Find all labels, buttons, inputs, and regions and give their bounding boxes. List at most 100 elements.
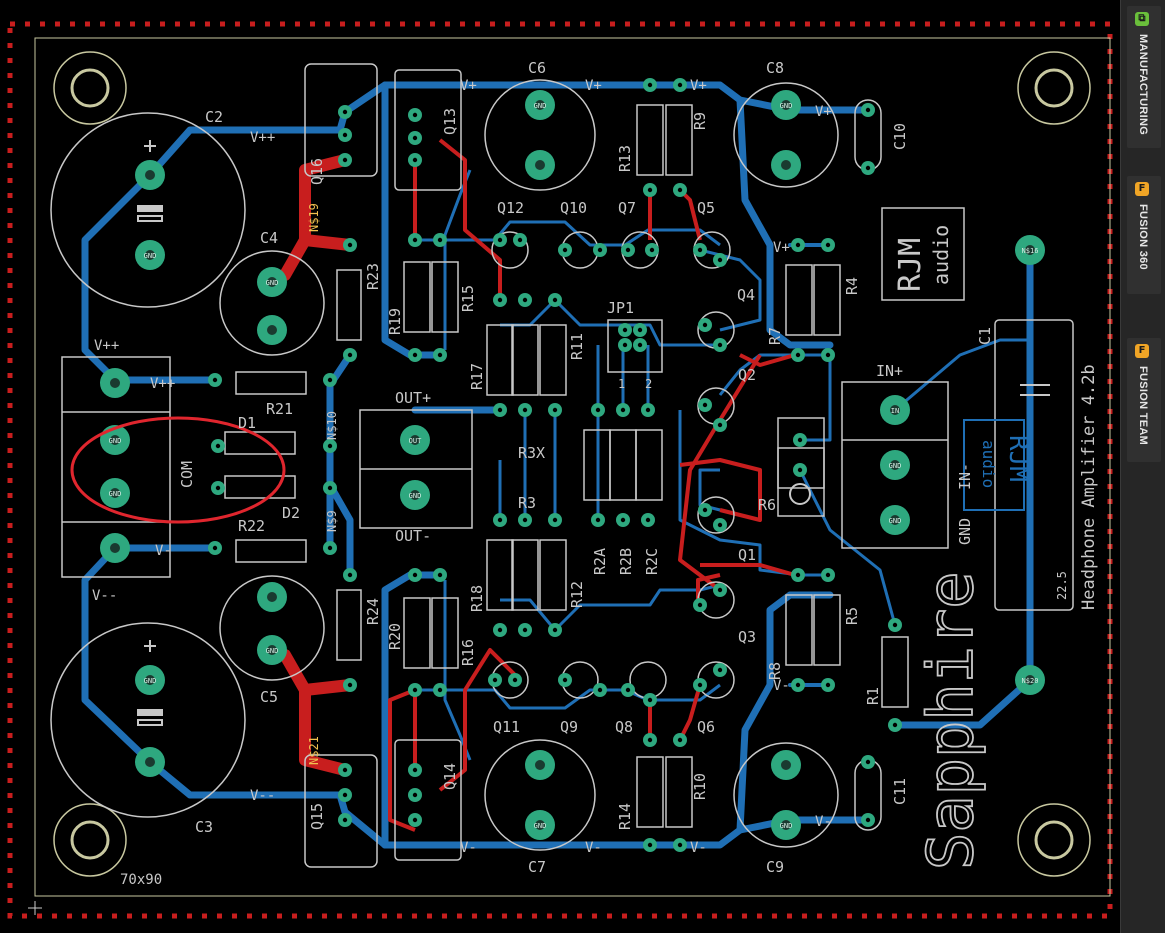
label-c2: C2 bbox=[205, 108, 223, 126]
pad-hole bbox=[552, 297, 558, 303]
pad-hole bbox=[702, 402, 708, 408]
net-label-vp: V+ bbox=[460, 78, 477, 94]
logo-mirrored-audio-text: audio bbox=[979, 440, 998, 488]
pad-hole bbox=[781, 100, 791, 110]
pcb-board-view[interactable]: GNDGNDGNDGNDGNDGNDGNDGNDGNDGNDGNDGNDGNDO… bbox=[0, 0, 1120, 933]
pad-hole bbox=[620, 517, 626, 523]
label-r12: R12 bbox=[568, 581, 586, 608]
label-q13: Q13 bbox=[441, 108, 459, 135]
pad-label: GND bbox=[109, 437, 122, 445]
pad-hole bbox=[497, 407, 503, 413]
pad-hole bbox=[595, 407, 601, 413]
pad-hole bbox=[412, 767, 418, 773]
pad-hole bbox=[437, 237, 443, 243]
pad-hole bbox=[677, 82, 683, 88]
tab-fusion-360-label: FUSION 360 bbox=[1137, 204, 1149, 270]
pad-hole bbox=[552, 627, 558, 633]
label-r22: R22 bbox=[238, 517, 265, 535]
pad-hole bbox=[410, 490, 420, 500]
net-label-vm: V- bbox=[815, 814, 832, 830]
pad-hole bbox=[595, 517, 601, 523]
label-c5: C5 bbox=[260, 688, 278, 706]
pad-label: GND bbox=[889, 462, 902, 470]
pad-hole bbox=[522, 297, 528, 303]
net-label-vm: V- bbox=[155, 543, 172, 559]
pad-hole bbox=[647, 697, 653, 703]
label-q14: Q14 bbox=[441, 763, 459, 790]
tab-fusion-360[interactable]: F FUSION 360 bbox=[1127, 176, 1161, 294]
pad-label: GND bbox=[266, 647, 279, 655]
pot-wiper-marker bbox=[789, 483, 811, 505]
pad-hole bbox=[267, 277, 277, 287]
label-r24: R24 bbox=[364, 598, 382, 625]
label-r4: R4 bbox=[843, 277, 861, 295]
pad-hole bbox=[825, 572, 831, 578]
pad-hole bbox=[215, 443, 221, 449]
net-label-out-plus: OUT+ bbox=[395, 389, 431, 407]
pad-hole bbox=[825, 242, 831, 248]
mounting-holes bbox=[53, 51, 1091, 877]
pad-hole bbox=[781, 820, 791, 830]
pad-hole bbox=[110, 488, 120, 498]
pad-hole bbox=[145, 170, 155, 180]
net-label-vp: V+ bbox=[690, 78, 707, 94]
pad-hole bbox=[535, 160, 545, 170]
pad-hole bbox=[517, 237, 523, 243]
pad-hole bbox=[327, 377, 333, 383]
pad-hole bbox=[697, 247, 703, 253]
label-jp1: JP1 bbox=[607, 299, 634, 317]
label-r3: R3 bbox=[518, 494, 536, 512]
label-c1: C1 bbox=[976, 327, 994, 345]
origin-marker bbox=[28, 901, 42, 915]
label-r13: R13 bbox=[616, 145, 634, 172]
pad-hole bbox=[622, 342, 628, 348]
pad-hole bbox=[342, 817, 348, 823]
net-label-out-minus: OUT- bbox=[395, 527, 431, 545]
pad-hole bbox=[637, 327, 643, 333]
product-subtitle: Headphone Amplifier 4.2b bbox=[1079, 364, 1099, 610]
tab-manufacturing[interactable]: ⧉ MANUFACTURING bbox=[1127, 6, 1161, 148]
label-q16: Q16 bbox=[308, 158, 326, 185]
pad-hole bbox=[622, 327, 628, 333]
pad-hole bbox=[677, 737, 683, 743]
silkscreen-rotated-labels: R23 R24 R19 R15 R20 R16 R17 R11 R18 R12 … bbox=[308, 108, 994, 830]
product-branding: Sapphire Headphone Amplifier 4.2b bbox=[913, 364, 1099, 871]
pad-label: GND bbox=[534, 822, 547, 830]
pad-hole bbox=[110, 435, 120, 445]
net-label-vm: V- bbox=[585, 840, 602, 856]
net-labels: V++ V++ V++ V-- V-- V+ V+ V+ V+ V+ V- V-… bbox=[92, 78, 1069, 856]
label-q5: Q5 bbox=[697, 199, 715, 217]
net-label-vp: V+ bbox=[773, 240, 790, 256]
pad-hole bbox=[437, 687, 443, 693]
pad-hole bbox=[497, 237, 503, 243]
pad-hole bbox=[717, 257, 723, 263]
pad-hole bbox=[342, 157, 348, 163]
pad-hole bbox=[795, 682, 801, 688]
label-q12: Q12 bbox=[497, 199, 524, 217]
tab-manufacturing-label: MANUFACTURING bbox=[1137, 34, 1149, 136]
pad-hole bbox=[522, 517, 528, 523]
label-r3x: R3X bbox=[518, 444, 545, 462]
tab-fusion-team[interactable]: F FUSION TEAM bbox=[1127, 338, 1161, 462]
pad-hole bbox=[437, 572, 443, 578]
label-r2a: R2A bbox=[591, 548, 609, 575]
label-r17: R17 bbox=[468, 363, 486, 390]
pad-hole bbox=[717, 422, 723, 428]
logo-rjm-text: RJM bbox=[893, 238, 928, 292]
pad-hole bbox=[552, 407, 558, 413]
pad-hole bbox=[647, 82, 653, 88]
pad-hole bbox=[597, 687, 603, 693]
label-d2: D2 bbox=[282, 504, 300, 522]
label-r19: R19 bbox=[386, 308, 404, 335]
pad-hole bbox=[781, 760, 791, 770]
net-label-n19: N$19 bbox=[307, 203, 321, 232]
pad-label: IN bbox=[891, 407, 899, 415]
pad-hole bbox=[890, 460, 900, 470]
label-c9: C9 bbox=[766, 858, 784, 876]
label-r9: R9 bbox=[691, 112, 709, 130]
pad-hole bbox=[797, 437, 803, 443]
pad-hole bbox=[865, 759, 871, 765]
pad-hole bbox=[145, 675, 155, 685]
pad-hole bbox=[522, 627, 528, 633]
